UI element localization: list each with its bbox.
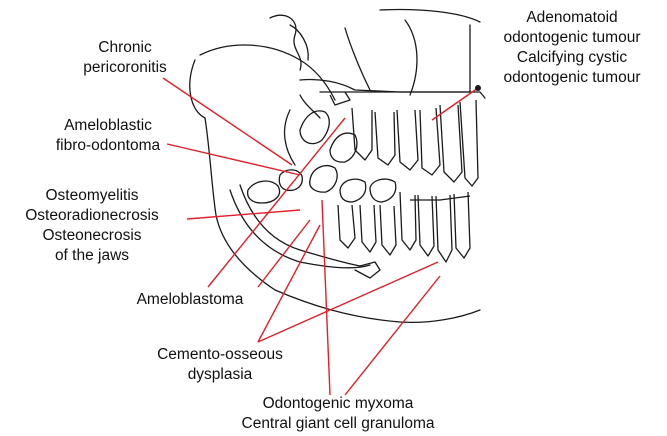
label-line: Chronic xyxy=(70,38,180,58)
label-line: Osteoradionecrosis xyxy=(2,206,182,226)
label-osteomyelitis-group: Osteomyelitis Osteoradionecrosis Osteone… xyxy=(2,186,182,266)
label-line: Ameloblastoma xyxy=(110,290,270,310)
label-line: Calcifying cystic xyxy=(487,48,657,68)
leader-cemento-2 xyxy=(258,262,438,342)
leader-ameloblastic-fibro xyxy=(167,144,300,175)
label-line: Adenomatoid xyxy=(487,8,657,28)
skull-outline-drawing xyxy=(190,10,485,323)
leader-anchor-dot xyxy=(475,85,481,91)
label-line: Osteomyelitis xyxy=(2,186,182,206)
label-line: Central giant cell granuloma xyxy=(228,414,448,434)
label-line: Odontogenic myxoma xyxy=(228,394,448,414)
label-ameloblastoma: Ameloblastoma xyxy=(110,290,270,310)
leader-osteomyelitis xyxy=(187,210,300,219)
label-chronic-pericoronitis: Chronic pericoronitis xyxy=(70,38,180,78)
label-line: fibro-odontoma xyxy=(48,136,168,156)
label-line: odontogenic tumour xyxy=(487,28,657,48)
label-line: Osteonecrosis xyxy=(2,226,182,246)
label-line: odontogenic tumour xyxy=(487,68,657,88)
label-odontogenic-myxoma: Odontogenic myxoma Central giant cell gr… xyxy=(228,394,448,434)
label-line: of the jaws xyxy=(2,246,182,266)
leader-myxoma-2 xyxy=(345,276,440,395)
label-adenomatoid: Adenomatoid odontogenic tumour Calcifyin… xyxy=(487,8,657,88)
leader-cemento-1 xyxy=(258,225,320,342)
label-line: Cemento-osseous xyxy=(140,345,300,365)
label-line: Ameloblastic xyxy=(48,116,168,136)
leader-adenomatoid xyxy=(432,88,478,120)
label-cemento-osseous-dysplasia: Cemento-osseous dysplasia xyxy=(140,345,300,385)
label-ameloblastic-fibro-odontoma: Ameloblastic fibro-odontoma xyxy=(48,116,168,156)
label-line: dysplasia xyxy=(140,365,300,385)
leader-pericoronitis xyxy=(163,78,292,165)
leader-myxoma-1 xyxy=(322,200,330,395)
lower-teeth-drawing xyxy=(248,166,470,262)
label-line: pericoronitis xyxy=(70,58,180,78)
